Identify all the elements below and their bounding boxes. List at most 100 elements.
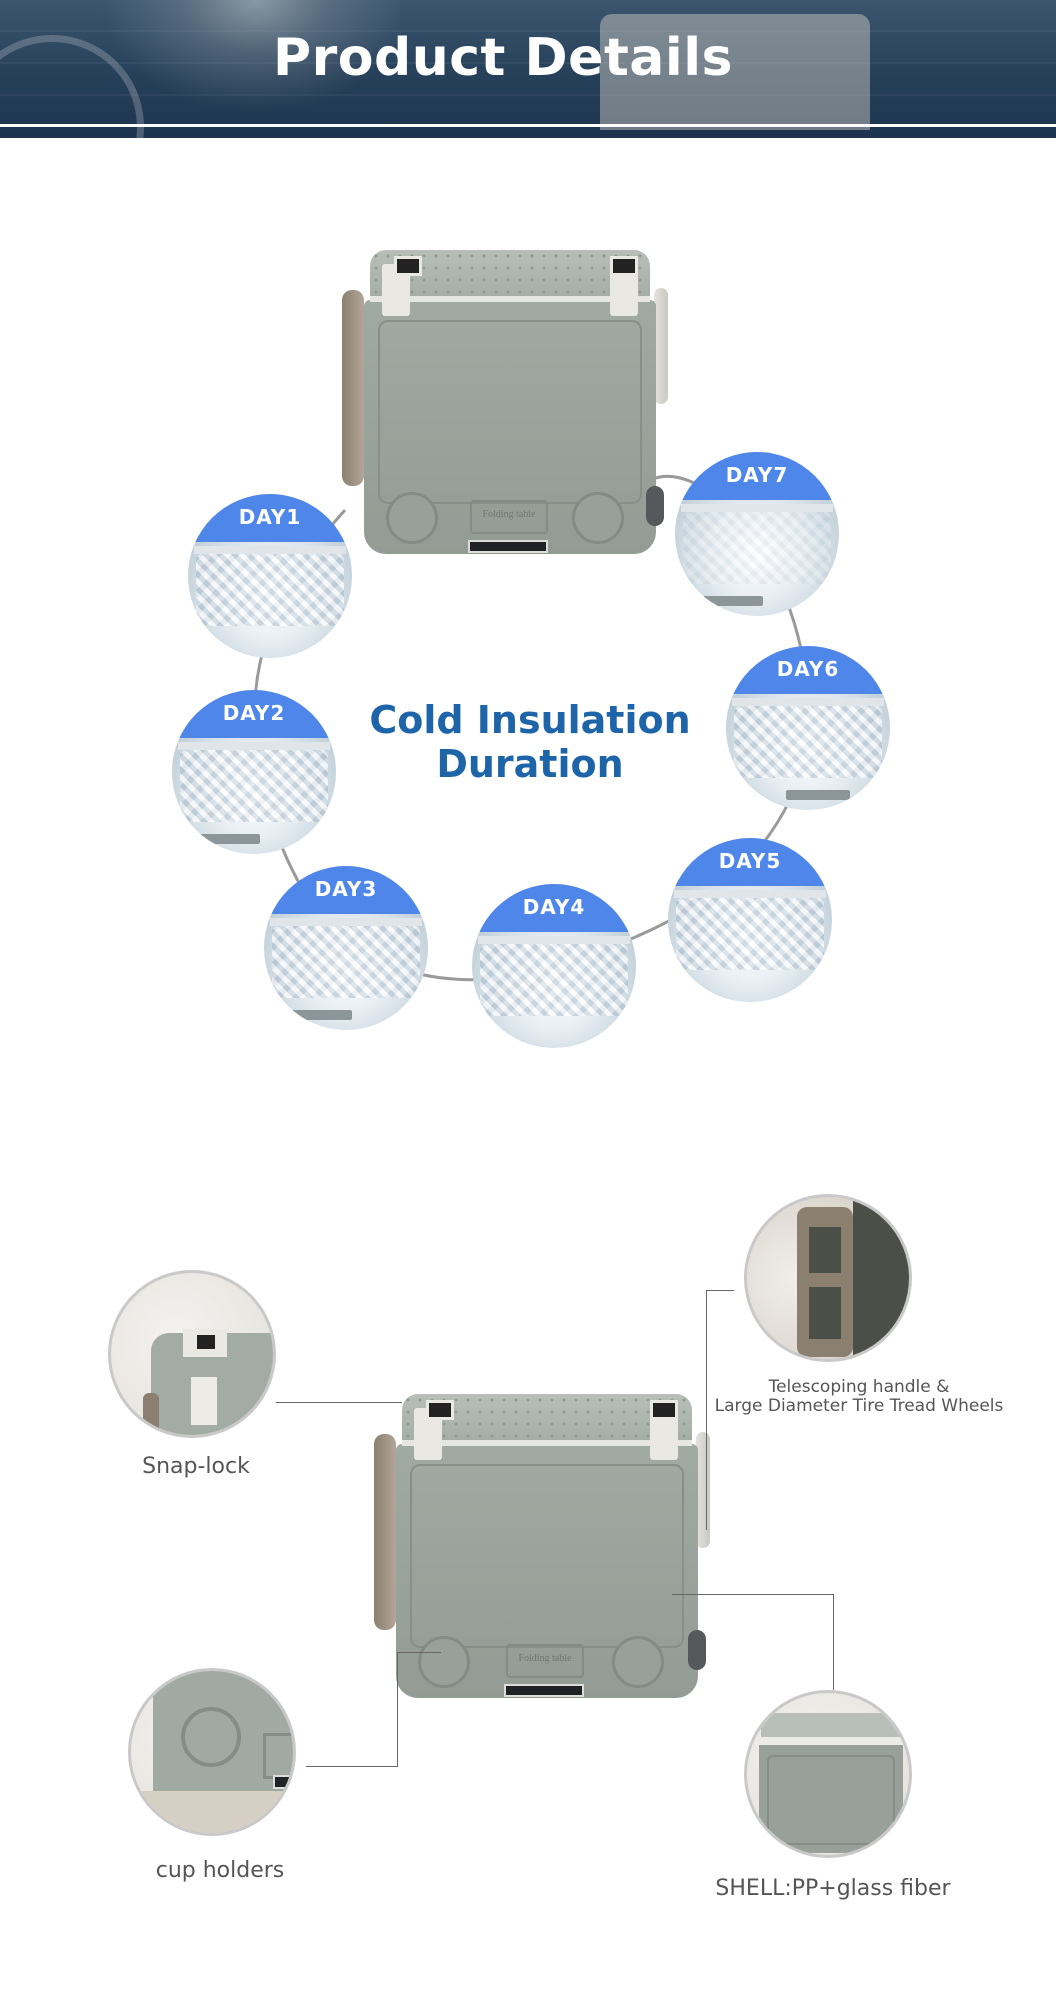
shell-leader-top [672,1594,834,1595]
day7-label: DAY7 [725,463,789,487]
cup-holder [181,1707,241,1767]
wheel [646,486,664,526]
cup-holder-leader-top [397,1652,441,1653]
cooler-rim [194,546,346,554]
day-badge [188,494,352,542]
shell-leader-vertical [833,1594,834,1690]
shell-zoom [744,1690,912,1858]
drain-door [504,1684,584,1697]
cooler-rim [674,890,826,898]
ice-image [272,926,420,998]
handle-leader-vertical [706,1290,707,1530]
ice-image [480,944,628,1016]
table-surface [131,1791,293,1833]
header-banner: Product Details [0,0,1056,138]
day1-circle: DAY1 [188,494,352,658]
day3-circle: DAY3 [264,866,428,1030]
cup-holder-left [418,1636,470,1688]
insulation-title-line1: Cold Insulation [369,698,691,742]
plaque-text: Folding table [518,1653,572,1664]
ice-image [734,706,882,778]
front-panel [410,1464,684,1648]
side-handle [654,288,668,404]
cooler-rim [270,918,422,926]
handle-leader-top [706,1290,734,1291]
day5-circle: DAY5 [668,838,832,1002]
lid-band [402,1440,692,1446]
telescoping-handle [374,1434,396,1630]
ice-image [196,554,344,626]
drain-door [468,540,548,553]
day-badge [472,884,636,932]
lid-slot-opening [197,1335,215,1349]
boat-cooler-image [600,14,870,130]
snap-lock-latch [191,1377,217,1425]
cooler-side [853,1197,909,1359]
shell-caption: SHELL:PP+glass fiber [715,1876,951,1901]
ice-image [180,750,328,822]
shell-body [759,1745,903,1853]
telescoping-handle [342,290,364,486]
lid-band [370,296,650,302]
lid-slot-right [610,256,638,276]
lid-slot-left [394,256,422,276]
cup-holders-caption: cup holders [155,1858,285,1883]
cup-holder-zoom [128,1668,296,1836]
plaque-corner [263,1733,293,1779]
cup-holder-right [612,1636,664,1688]
day-badge [172,690,336,738]
day2-circle: DAY2 [172,690,336,854]
cup-holder-leader-vertical [397,1652,398,1767]
page-title: Product Details [273,28,733,88]
cooler-body: Folding table [396,1444,698,1698]
cooler-rim [681,504,833,512]
sea-texture [0,30,1056,32]
day5-label: DAY5 [718,849,782,873]
day7-circle: DAY7 [675,452,839,616]
header-divider [0,124,1056,127]
telescoping-handle-zoom [744,1194,912,1362]
side-handle [696,1432,710,1548]
cooler-rim [178,742,330,750]
snap-lock-zoom [108,1270,276,1438]
cooler-product-image: Folding table [342,250,668,554]
shell-panel [767,1755,895,1845]
insulation-title-line2: Duration [436,742,624,786]
ice-image [676,898,824,970]
telescoping-handle-caption-line1: Telescoping handle & [768,1377,950,1397]
telescoping-handle-caption-line2: Large Diameter Tire Tread Wheels [714,1396,1004,1416]
day4-circle: DAY4 [472,884,636,1048]
plaque-text: Folding table [482,509,536,520]
lid-slot-left [426,1400,454,1420]
cup-holder-left [386,492,438,544]
sea-texture [0,94,1056,96]
wheel [688,1630,706,1670]
ice-image [683,512,831,584]
lid-band [755,1737,907,1745]
handle-opening-lower [809,1287,841,1339]
day6-label: DAY6 [776,657,840,681]
sea-texture [0,62,1056,64]
cooler-base [699,596,763,606]
cooler-body: Folding table [364,300,656,554]
cooler-rim [732,698,884,706]
day-badge [726,646,890,694]
day6-circle: DAY6 [726,646,890,810]
day-badge [264,866,428,914]
drain-door [273,1775,293,1789]
day3-label: DAY3 [314,877,378,901]
insulation-title: Cold Insulation Duration [330,698,730,786]
telescoping-handle-caption: Telescoping handle & Large Diameter Tire… [706,1378,1012,1416]
snap-lock-leader [276,1402,402,1403]
snap-lock-caption: Snap-lock [142,1454,250,1479]
cup-holder-right [572,492,624,544]
cooler-rim [478,936,630,944]
cooler-feature-image: Folding table [374,1394,710,1698]
cooler-base [288,1010,352,1020]
folding-table-plaque: Folding table [506,1644,584,1678]
cooler-base [786,790,850,800]
cup-holder-leader-bottom [306,1766,398,1767]
day-badge [668,838,832,886]
front-panel [378,320,642,504]
handle-edge [143,1393,159,1435]
